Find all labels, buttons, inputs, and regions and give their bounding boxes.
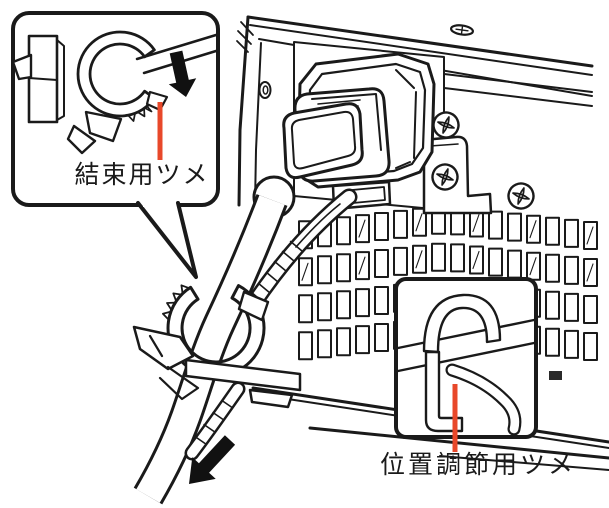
binding-tab-leader-line bbox=[157, 102, 163, 160]
clamp-release-lever bbox=[132, 325, 200, 401]
binding-tab-detail bbox=[11, 30, 218, 155]
clamp-base bbox=[184, 358, 302, 392]
cable-strain-relief bbox=[252, 102, 364, 219]
binding-tab-label: 結束用ツメ bbox=[74, 161, 210, 189]
position-adjust-tab bbox=[447, 365, 520, 434]
clamp-buckle bbox=[237, 290, 270, 322]
tie-strap-tail bbox=[184, 381, 246, 461]
phillips-screw-icon bbox=[431, 163, 459, 191]
panel-screws bbox=[431, 24, 535, 210]
callout-binding-tab bbox=[11, 11, 220, 279]
phillips-screw-icon bbox=[507, 182, 535, 210]
strap-serrations bbox=[250, 240, 303, 303]
callout-position-tab bbox=[394, 277, 538, 452]
down-arrow-icon bbox=[168, 50, 197, 97]
corner-hatching bbox=[236, 21, 254, 53]
position-adjust-tab-label: 位置調節用ツメ bbox=[379, 451, 576, 479]
callout-tail bbox=[136, 201, 198, 279]
down-left-arrow-icon bbox=[189, 435, 236, 484]
cable-clamp-ring bbox=[132, 284, 302, 409]
screw-top-icon bbox=[449, 24, 475, 36]
position-tab-leader-line bbox=[452, 384, 458, 452]
cable-tie-strap bbox=[243, 188, 358, 315]
position-tab-detail bbox=[396, 293, 536, 436]
phillips-screw-icon bbox=[432, 111, 460, 139]
panel-marking bbox=[549, 371, 562, 380]
rivet-hole bbox=[258, 81, 272, 99]
